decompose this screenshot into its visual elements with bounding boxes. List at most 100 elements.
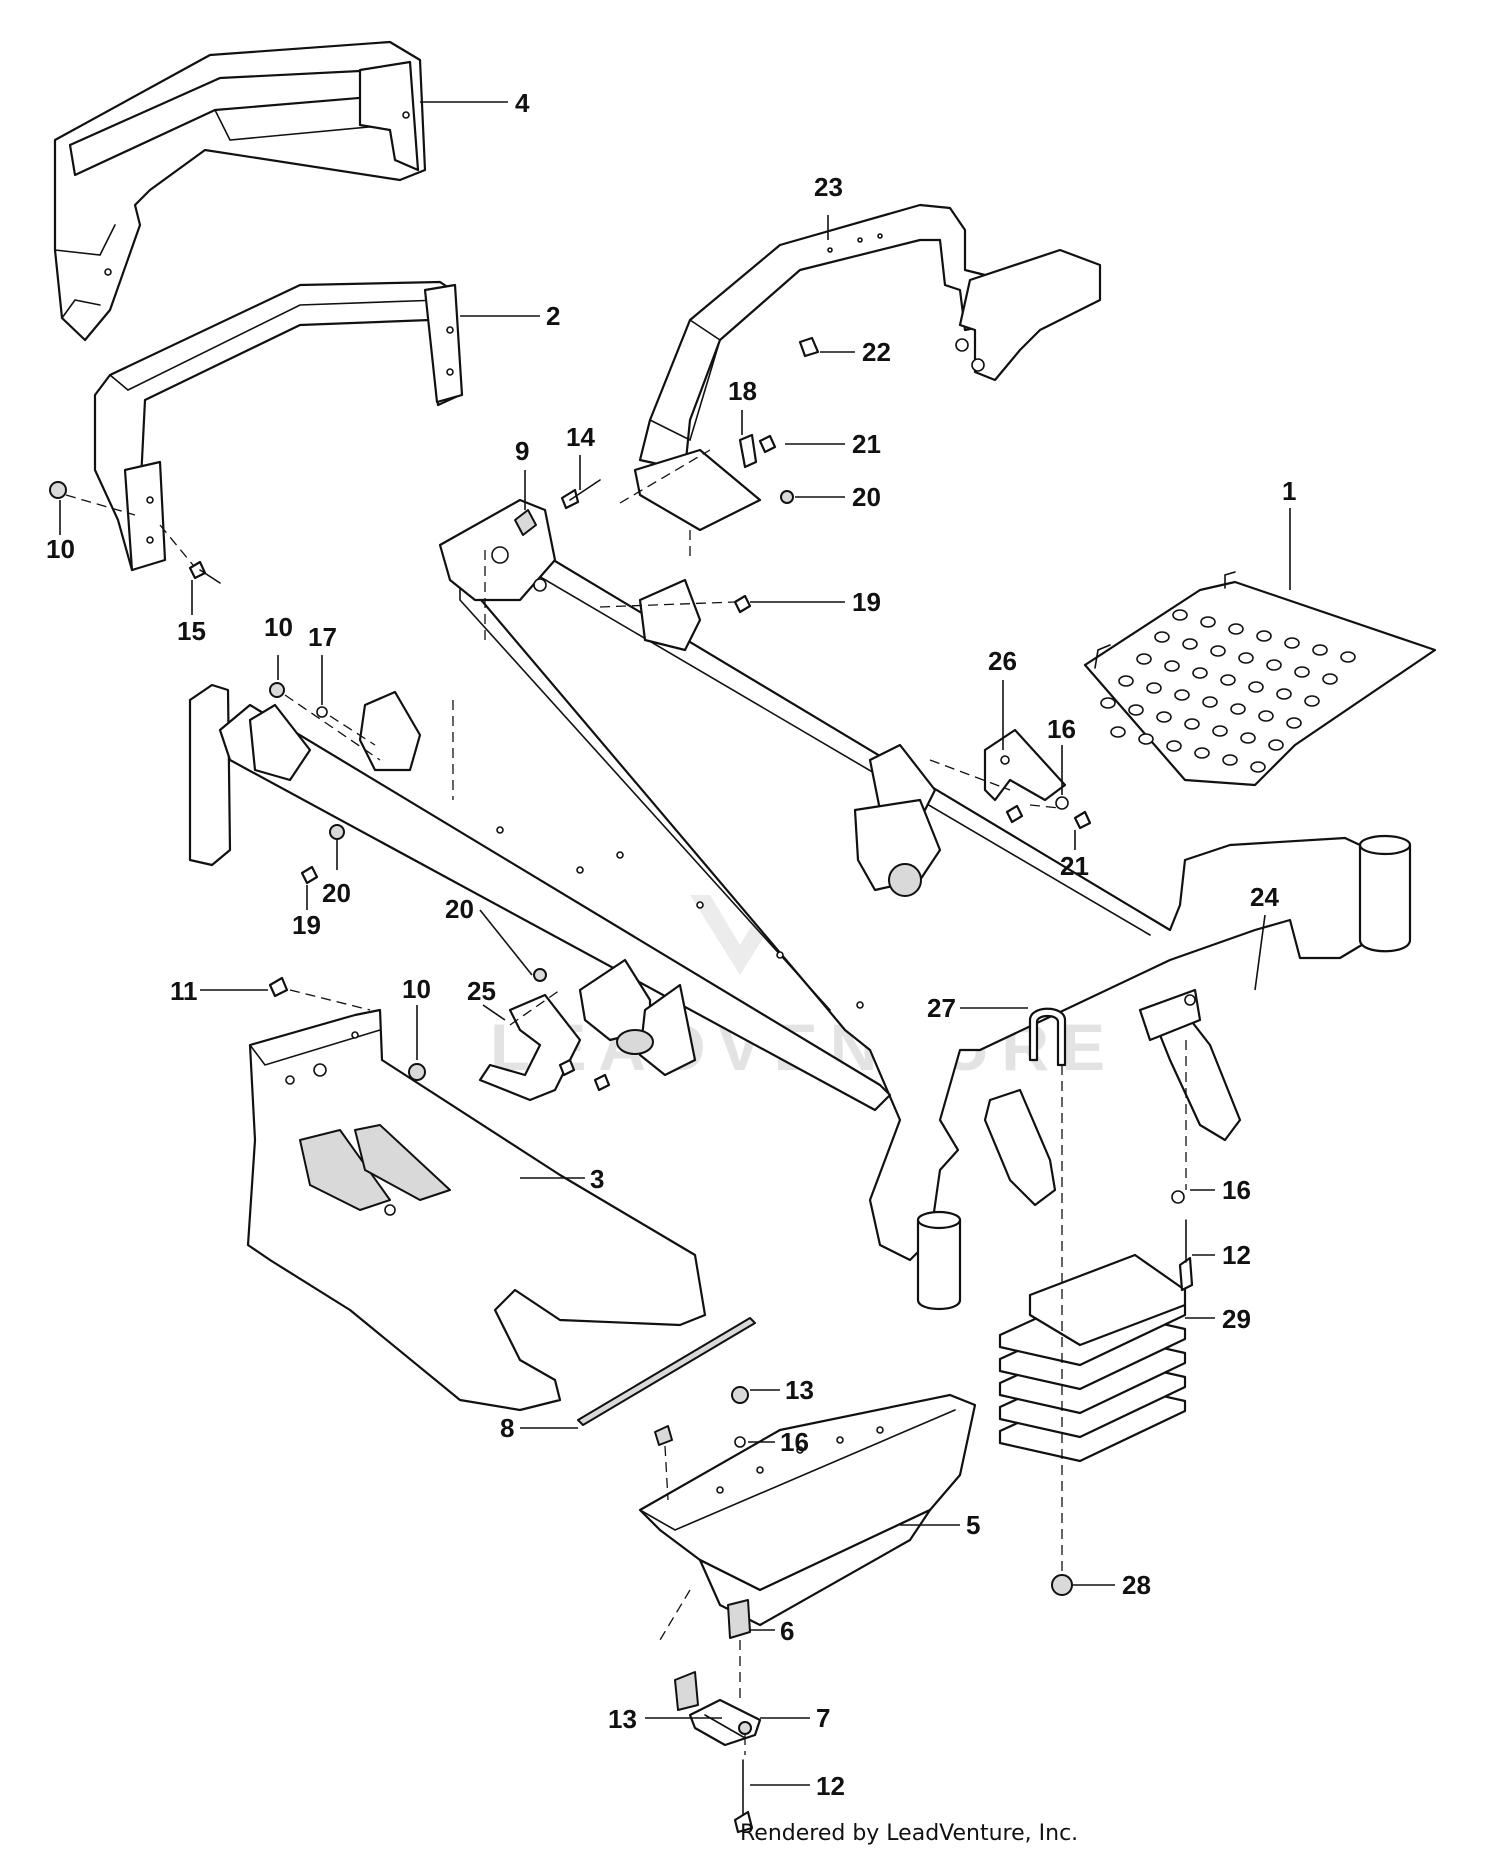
perforation-hole (1286, 717, 1302, 729)
callout-12a: 12 (1222, 1240, 1251, 1270)
callout-2: 2 (546, 301, 560, 331)
perforation-hole (1238, 652, 1254, 664)
callout-4: 4 (515, 88, 530, 118)
perforation-hole (1276, 688, 1292, 700)
part-2-hood-frame (93, 280, 464, 572)
perforation-hole (1220, 674, 1236, 686)
perforation-hole (1230, 703, 1246, 715)
perforation-hole (1248, 681, 1264, 693)
part-25-bracket (478, 993, 582, 1102)
callout-10c: 10 (402, 974, 431, 1004)
perforation-hole (1194, 747, 1210, 759)
perforation-hole (1266, 659, 1282, 671)
callout-18: 18 (728, 376, 757, 406)
perforation-hole (1192, 667, 1208, 679)
perforation-hole (1182, 638, 1198, 650)
callout-17: 17 (308, 622, 337, 652)
perforation-hole (1138, 733, 1154, 745)
callout-19a: 19 (852, 587, 881, 617)
assembly-lines (65, 449, 1187, 1755)
perforation-hole (1174, 689, 1190, 701)
callout-16a: 16 (1047, 714, 1076, 744)
perforation-hole (1202, 696, 1218, 708)
callout-6: 6 (780, 1616, 794, 1646)
callout-20a: 20 (852, 482, 881, 512)
leader-lines (59, 101, 1291, 1786)
floor-plate-perforations (1100, 609, 1356, 773)
part-26-bracket (983, 728, 1067, 802)
perforation-hole (1100, 697, 1116, 709)
perforation-hole (1172, 609, 1188, 621)
callout-9: 9 (515, 436, 529, 466)
part-4-hood-shroud (53, 40, 427, 342)
perforation-hole (1200, 616, 1216, 628)
part-29-spacer-stack (998, 1253, 1187, 1463)
callout-28: 28 (1122, 1570, 1151, 1600)
perforation-hole (1294, 666, 1310, 678)
perforation-hole (1166, 740, 1182, 752)
perforation-hole (1256, 630, 1272, 642)
spacer-plate-top (1028, 1253, 1187, 1347)
perforation-hole (1340, 651, 1356, 663)
callout-10b: 10 (264, 612, 293, 642)
callouts: 4 2 9 14 10 15 10 17 18 21 20 22 23 1 19… (46, 88, 1296, 1801)
perforation-hole (1222, 754, 1238, 766)
callout-26: 26 (988, 646, 1017, 676)
callout-23: 23 (814, 172, 843, 202)
perforation-hole (1312, 644, 1328, 656)
perforation-hole (1212, 725, 1228, 737)
perforation-hole (1118, 675, 1134, 687)
callout-8: 8 (500, 1413, 514, 1443)
callout-3: 3 (590, 1164, 604, 1194)
part-24-main-frame (188, 498, 1412, 1310)
callout-24: 24 (1250, 882, 1279, 912)
part-5-shield (638, 1393, 977, 1627)
perforation-hole (1164, 660, 1180, 672)
callout-15: 15 (177, 616, 206, 646)
perforation-hole (1154, 631, 1170, 643)
footer-credit: Rendered by LeadVenture, Inc. (740, 1821, 1078, 1846)
callout-21a: 21 (852, 429, 881, 459)
perforation-hole (1146, 682, 1162, 694)
callout-14: 14 (566, 422, 595, 452)
callout-27: 27 (927, 993, 956, 1023)
callout-7: 7 (816, 1703, 830, 1733)
callout-22: 22 (862, 337, 891, 367)
hardware (49, 336, 1194, 1834)
callout-13b: 13 (608, 1704, 637, 1734)
callout-20b: 20 (322, 878, 351, 908)
part-1-floor-plate (1083, 571, 1437, 787)
callout-29: 29 (1222, 1304, 1251, 1334)
part-8-strip (577, 1317, 756, 1426)
part-7-plate (688, 1698, 762, 1747)
callout-19b: 19 (292, 910, 321, 940)
perforation-hole (1128, 704, 1144, 716)
perforation-hole (1250, 761, 1266, 773)
perforation-hole (1304, 695, 1320, 707)
perforation-hole (1268, 739, 1284, 751)
part-3-footrest-plate (246, 1008, 707, 1412)
callout-25: 25 (467, 976, 496, 1006)
perforation-hole (1322, 673, 1338, 685)
part-23-roll-bar (633, 203, 1102, 532)
perforation-hole (1210, 645, 1226, 657)
perforation-hole (1240, 732, 1256, 744)
part-6-bushing (674, 1599, 751, 1711)
callout-1: 1 (1282, 476, 1296, 506)
perforation-hole (1228, 623, 1244, 635)
perforation-hole (1110, 726, 1126, 738)
callout-10a: 10 (46, 534, 75, 564)
perforation-hole (1258, 710, 1274, 722)
callout-20c: 20 (445, 894, 474, 924)
perforation-hole (1136, 653, 1152, 665)
callout-16b: 16 (780, 1427, 809, 1457)
callout-16c: 16 (1222, 1175, 1251, 1205)
callout-13a: 13 (785, 1375, 814, 1405)
callout-21b: 21 (1060, 851, 1089, 881)
perforation-hole (1184, 718, 1200, 730)
callout-12b: 12 (816, 1771, 845, 1801)
callout-11: 11 (170, 976, 198, 1006)
callout-5: 5 (966, 1510, 980, 1540)
perforation-hole (1284, 637, 1300, 649)
